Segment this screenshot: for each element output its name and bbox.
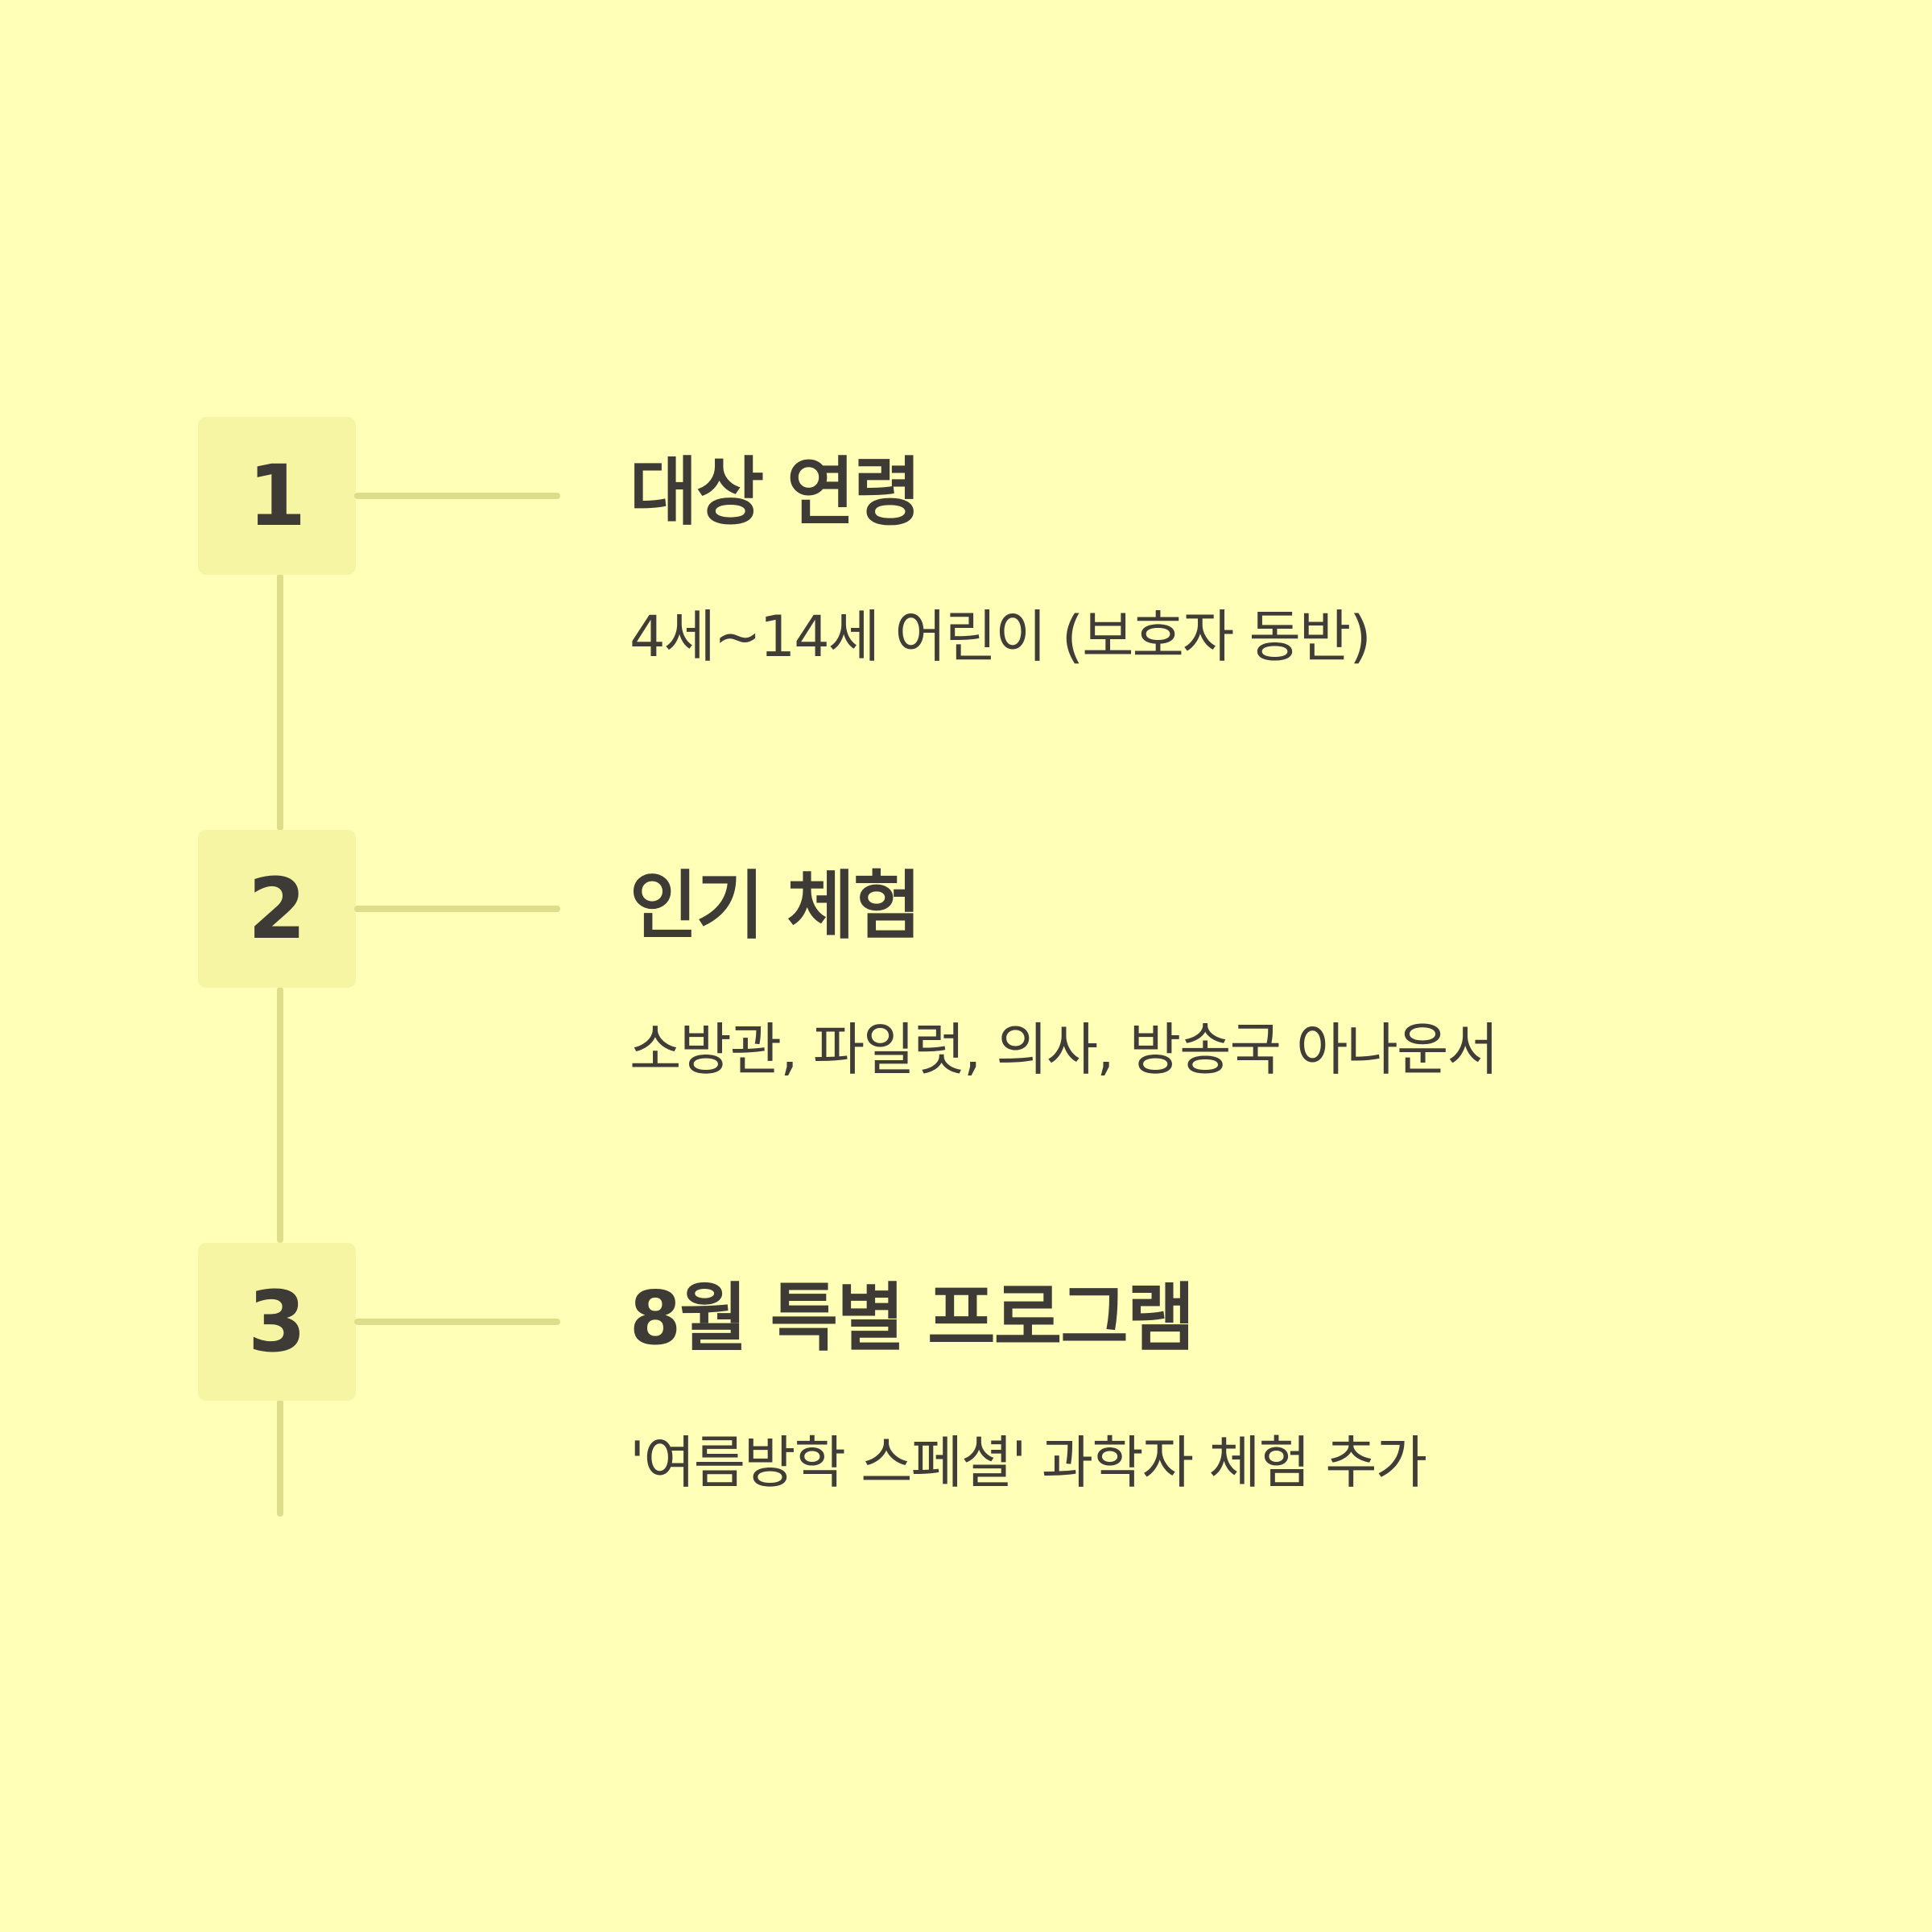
step-badge-1: 1: [198, 417, 356, 575]
timeline-line-segment: [277, 1399, 283, 1517]
connector-line: [354, 1319, 560, 1325]
item-title: 인기 체험: [630, 863, 922, 949]
connector-line: [354, 906, 560, 912]
item-description: 4세~14세 어린이 (보호자 동반): [630, 604, 1372, 670]
timeline-line-segment: [277, 573, 283, 831]
connector-line: [354, 493, 560, 499]
step-badge-3: 3: [198, 1243, 356, 1401]
item-title: 대상 연령: [630, 449, 922, 535]
timeline-line-segment: [277, 987, 283, 1243]
step-badge-2: 2: [198, 830, 356, 988]
step-number: 1: [247, 447, 307, 545]
item-description: '여름방학 스페셜' 과학자 체험 추가: [630, 1430, 1427, 1496]
step-number: 3: [247, 1273, 307, 1371]
item-description: 소방관, 파일럿, 의사, 방송국 아나운서: [630, 1017, 1499, 1083]
item-title: 8월 특별 프로그램: [630, 1275, 1195, 1361]
step-number: 2: [247, 860, 307, 958]
